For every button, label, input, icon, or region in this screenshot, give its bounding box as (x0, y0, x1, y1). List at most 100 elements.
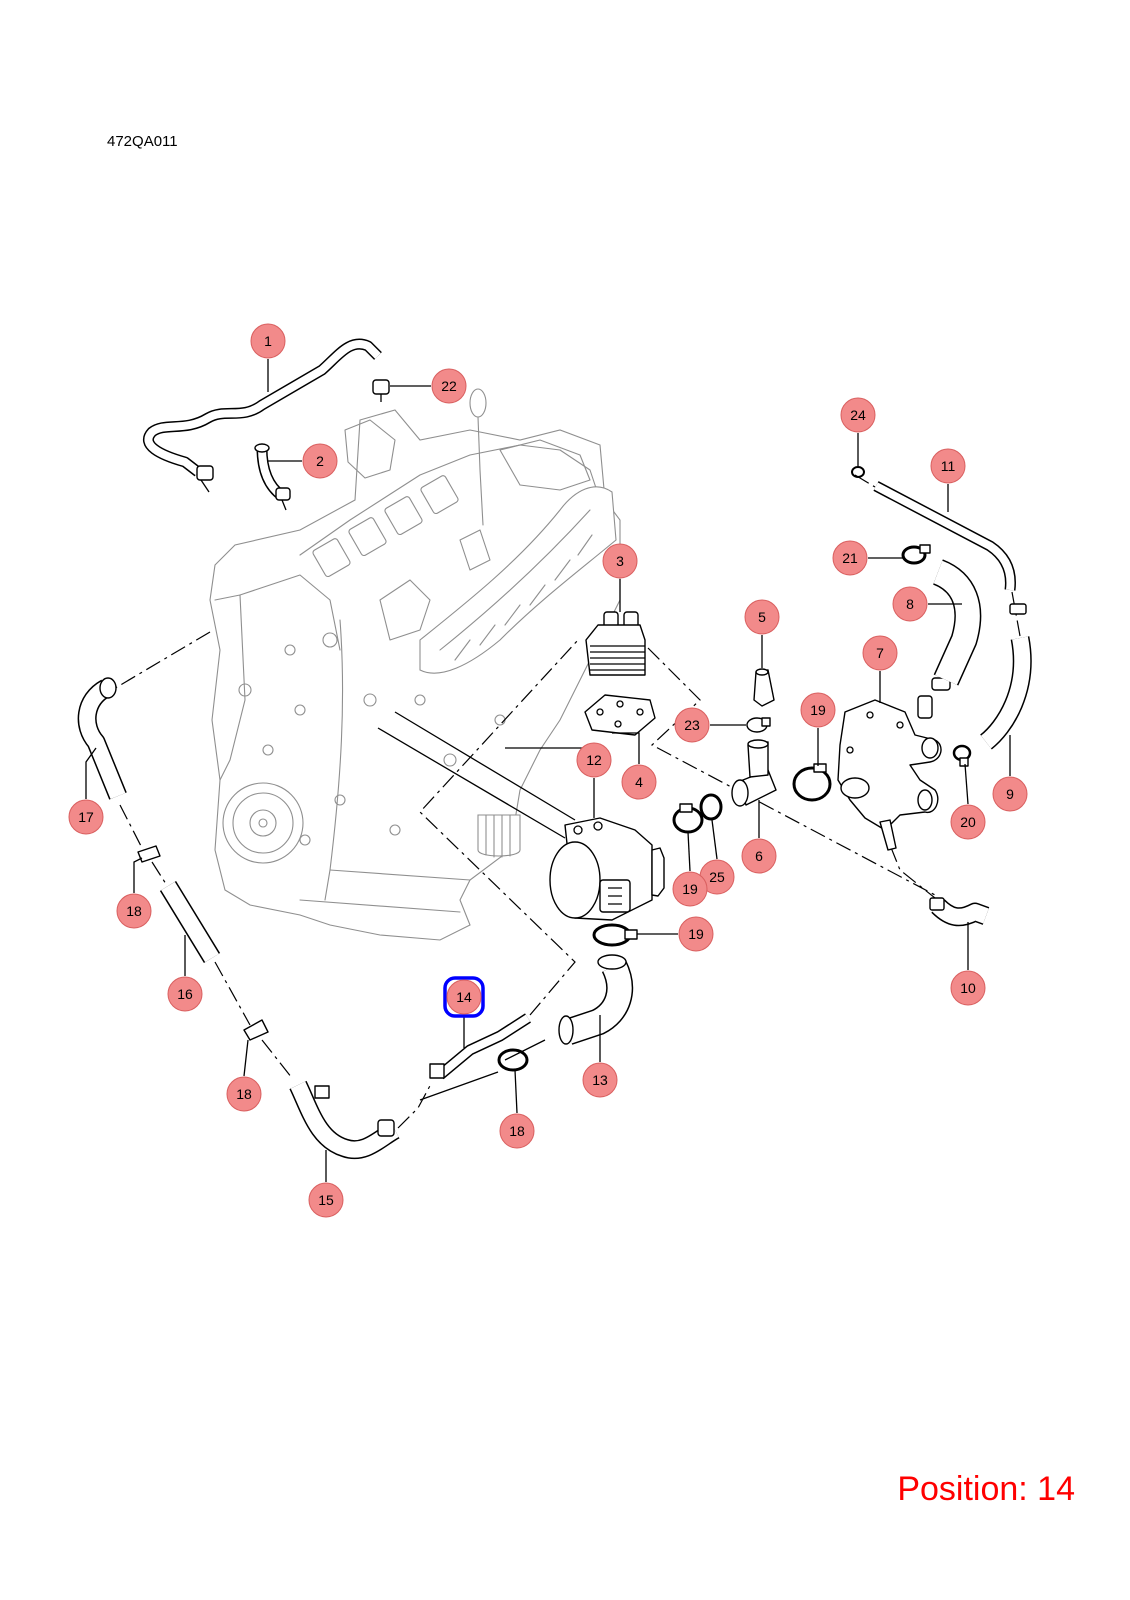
callout-label: 23 (684, 717, 700, 733)
callout-label: 17 (78, 809, 94, 825)
callout-label: 3 (616, 553, 624, 569)
callout-label: 19 (810, 702, 826, 718)
callout-11[interactable]: 11 (930, 448, 966, 484)
callout-label: 13 (592, 1072, 608, 1088)
water-pump (549, 817, 665, 921)
clamp-10 (929, 897, 945, 911)
hose-16-inner (161, 881, 219, 963)
callout-22[interactable]: 22 (431, 368, 467, 404)
callout-23[interactable]: 23 (674, 707, 710, 743)
callout-circle (840, 397, 876, 433)
callout-25[interactable]: 25 (699, 859, 735, 895)
callout-1[interactable]: 1 (250, 323, 286, 359)
callout-9[interactable]: 9 (992, 776, 1028, 812)
callout-8[interactable]: 8 (892, 586, 928, 622)
callout-circle (992, 776, 1028, 812)
callout-circle (621, 764, 657, 800)
pipe-11-inner (874, 482, 1015, 591)
callout-3[interactable]: 3 (602, 543, 638, 579)
callout-label: 1 (264, 333, 272, 349)
callout-12[interactable]: 12 (576, 742, 612, 778)
callout-20[interactable]: 20 (950, 804, 986, 840)
callout-label: 18 (509, 1123, 525, 1139)
thermostat-housing (837, 677, 951, 851)
callout-label: 8 (906, 596, 914, 612)
parts (77, 338, 1032, 1160)
callouts: 1 22 2 24 11 3 21 8 5 7 23 19 12 4 9 20 … (68, 323, 1028, 1218)
callout-21[interactable]: 21 (832, 540, 868, 576)
callout-16[interactable]: 16 (167, 976, 203, 1012)
o-ring-24 (851, 466, 865, 478)
clamp-18-a (137, 845, 161, 863)
clamp-1 (196, 465, 214, 493)
hose-1-inner (144, 340, 381, 476)
diagram-code: 472QA011 (107, 133, 178, 150)
position-indicator: Position: 14 (897, 1470, 1075, 1508)
callout-label: 16 (177, 986, 193, 1002)
callout-7[interactable]: 7 (862, 635, 898, 671)
callout-2[interactable]: 2 (302, 443, 338, 479)
callout-circle (800, 692, 836, 728)
callout-label: 12 (586, 752, 602, 768)
callout-15[interactable]: 15 (308, 1182, 344, 1218)
clamp-2 (275, 487, 291, 511)
leader-lines (85, 359, 1011, 1182)
callout-18-a[interactable]: 18 (116, 893, 152, 929)
callout-circle (674, 707, 710, 743)
callout-circle (250, 323, 286, 359)
callout-label: 9 (1006, 786, 1014, 802)
callout-circle (832, 540, 868, 576)
clamp-18-b (243, 1019, 269, 1041)
callout-circle (741, 838, 777, 874)
callout-label: 6 (755, 848, 763, 864)
callout-24[interactable]: 24 (840, 397, 876, 433)
callout-label: 24 (850, 407, 866, 423)
hose-13-inner (564, 960, 632, 1044)
clamp-22 (372, 379, 390, 402)
callout-label: 22 (441, 378, 457, 394)
clamp-11 (1009, 603, 1027, 615)
callout-circle (116, 893, 152, 929)
callout-18-c[interactable]: 18 (499, 1113, 535, 1149)
assembly-lines (111, 474, 1021, 1129)
callout-circle (226, 1076, 262, 1112)
callout-label: 5 (758, 609, 766, 625)
callout-13[interactable]: 13 (582, 1062, 618, 1098)
callout-14[interactable]: 14 (443, 976, 485, 1018)
clamp-20 (952, 744, 972, 767)
engine-block (209, 388, 621, 941)
callout-label: 2 (316, 453, 324, 469)
callout-10[interactable]: 10 (950, 970, 986, 1006)
callout-19-a[interactable]: 19 (800, 692, 836, 728)
callout-5[interactable]: 5 (744, 599, 780, 635)
callout-label: 7 (876, 645, 884, 661)
callout-19-c[interactable]: 19 (678, 916, 714, 952)
callout-circle (302, 443, 338, 479)
callout-circle (744, 599, 780, 635)
callout-label: 20 (960, 814, 976, 830)
callout-circle (930, 448, 966, 484)
callout-circle (678, 916, 714, 952)
ring-19-a (792, 766, 832, 802)
clamp-21 (901, 544, 931, 565)
callout-18-b[interactable]: 18 (226, 1076, 262, 1112)
callout-label: 25 (709, 869, 725, 885)
callout-label: 14 (456, 989, 472, 1005)
callout-4[interactable]: 4 (621, 764, 657, 800)
callout-6[interactable]: 6 (741, 838, 777, 874)
selection-highlight (443, 976, 485, 1018)
callout-circle (892, 586, 928, 622)
callout-circle (167, 976, 203, 1012)
t-pipe (731, 739, 777, 807)
callout-19-b[interactable]: 19 (672, 871, 708, 907)
hose-14-inner (437, 1014, 531, 1079)
clamp-14 (429, 1063, 445, 1079)
callout-label: 19 (688, 926, 704, 942)
callout-label: 21 (842, 550, 858, 566)
callout-label: 4 (635, 774, 643, 790)
oil-cooler (585, 611, 646, 676)
callout-17[interactable]: 17 (68, 799, 104, 835)
callout-circle (68, 799, 104, 835)
callout-circle (446, 979, 482, 1015)
